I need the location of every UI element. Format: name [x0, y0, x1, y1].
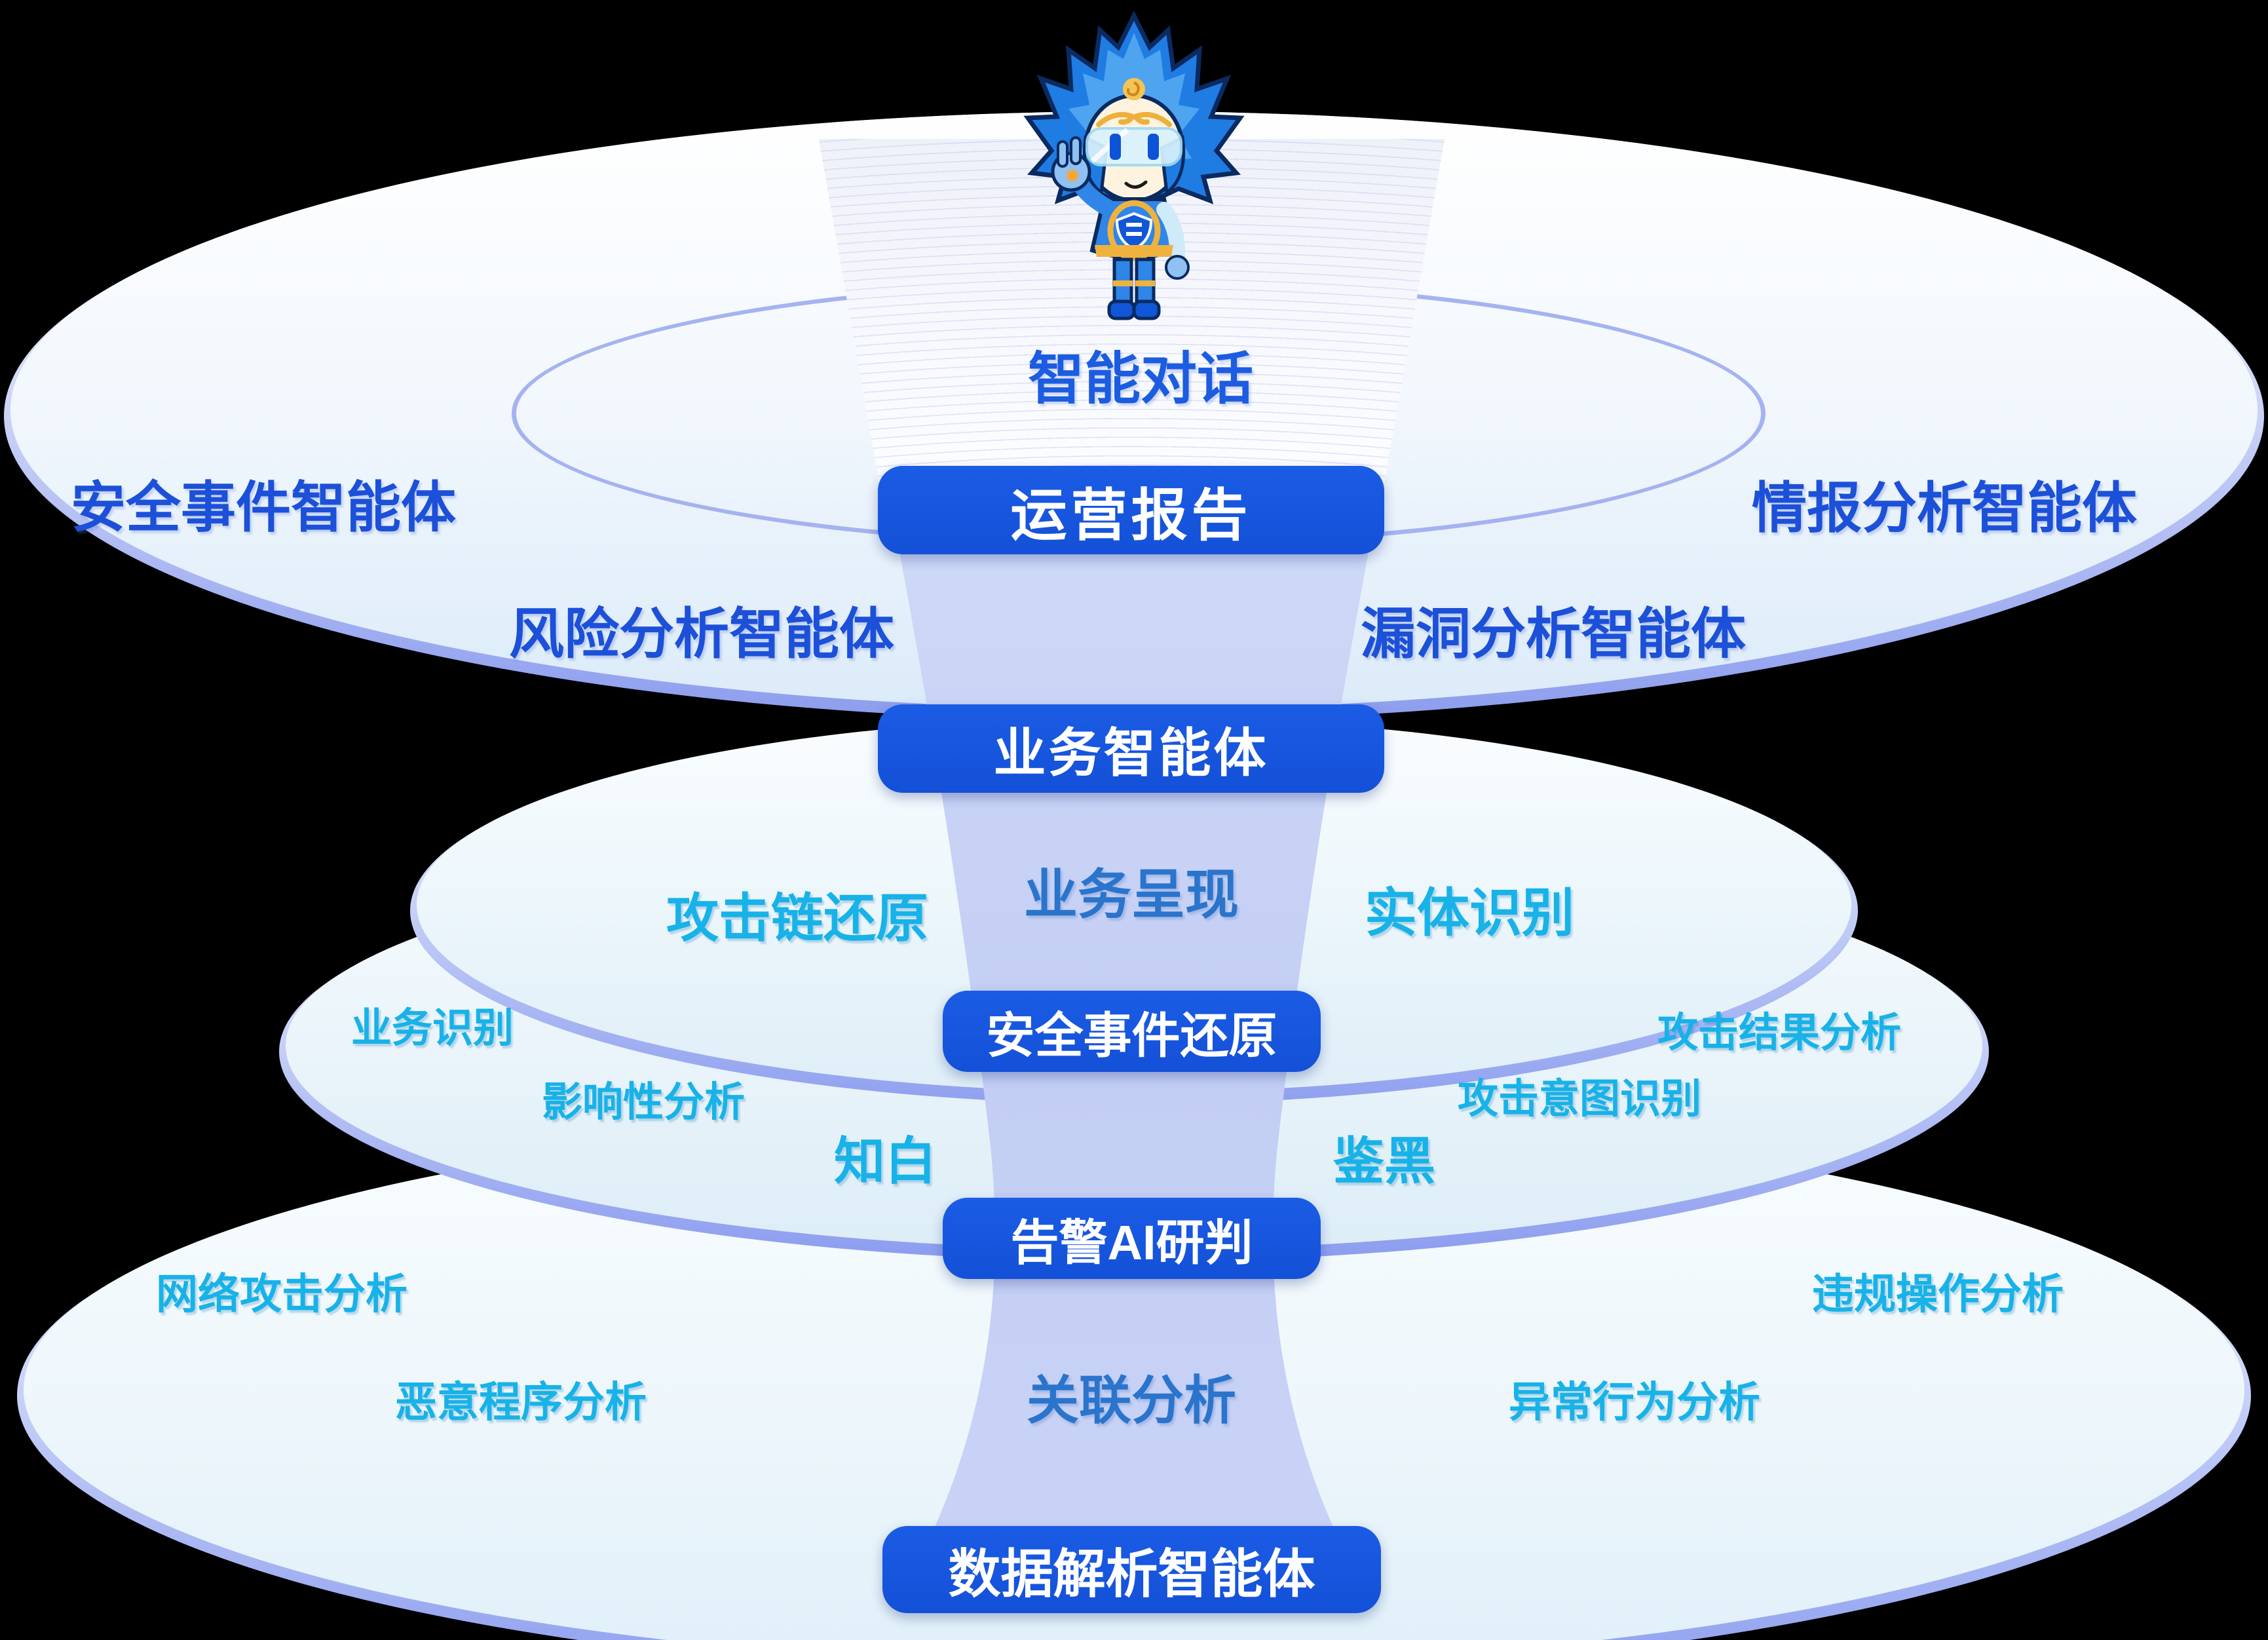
mascot-eyebrow-left	[1096, 112, 1135, 127]
mascot-boot-left	[1107, 299, 1136, 320]
mascot-forehead-swirl	[1123, 78, 1145, 100]
alert-ai-analysis-button: 告警AI研判	[943, 1198, 1321, 1279]
mascot-boot-right	[1132, 299, 1161, 320]
mascot-finger-2	[1070, 136, 1082, 165]
network-attack-analysis-label: 网络攻击分析	[156, 1270, 407, 1318]
malware-analysis-label: 恶意程序分析	[395, 1379, 647, 1426]
security-incident-agent-label: 安全事件智能体	[70, 476, 457, 539]
mascot-eye-right	[1148, 134, 1159, 160]
business-agent-button: 业务智能体	[878, 704, 1384, 793]
risk-analysis-agent-label: 风险分析智能体	[508, 603, 895, 665]
security-event-restore-button: 安全事件还原	[943, 991, 1321, 1072]
vulnerability-analysis-agent-label: 漏洞分析智能体	[1360, 603, 1747, 665]
correlation-analysis-label: 关联分析	[1027, 1371, 1236, 1430]
operations-report-button: 运营报告	[878, 466, 1384, 554]
entity-recognition-label: 实体识别	[1365, 884, 1574, 942]
intel-analysis-agent-label: 情报分析智能体	[1751, 477, 2138, 539]
mascot-knee-band-left	[1113, 280, 1133, 286]
mascot-illustration	[1023, 10, 1245, 320]
identify-black-label: 鉴黑	[1332, 1132, 1436, 1190]
violation-operation-analysis-label: 违规操作分析	[1812, 1270, 2064, 1318]
mascot-emblem-mark-2	[1126, 232, 1142, 236]
mascot-eyebrow-right	[1133, 112, 1172, 127]
mascot-emblem-mark-1	[1126, 223, 1142, 227]
mascot-swirl-line	[1127, 81, 1140, 96]
light-beam-fan	[818, 139, 1445, 503]
mascot-goggles	[1086, 127, 1182, 166]
mascot-belt	[1095, 245, 1173, 257]
mascot-hand-down	[1165, 255, 1190, 280]
business-recognition-label: 业务识别	[350, 1006, 514, 1051]
mascot-knee-band-right	[1135, 280, 1155, 286]
mascot-eye-left	[1110, 134, 1121, 160]
intelligent-dialog-label: 智能对话	[1028, 347, 1253, 411]
mascot-finger-1	[1057, 140, 1068, 168]
mascot-palm-dot	[1067, 170, 1078, 181]
know-white-label: 知白	[833, 1132, 937, 1190]
attack-chain-restore-label: 攻击链还原	[666, 889, 928, 947]
attack-result-analysis-label: 攻击结果分析	[1657, 1010, 1902, 1056]
attack-intent-recognition-label: 攻击意图识别	[1457, 1077, 1702, 1122]
mascot-smile	[1124, 180, 1148, 189]
abnormal-behavior-analysis-label: 异常行为分析	[1509, 1379, 1760, 1426]
mascot-arm-down	[1156, 202, 1186, 265]
data-parsing-agent-button: 数据解析智能体	[882, 1526, 1381, 1613]
impact-analysis-label: 影响性分析	[541, 1080, 746, 1125]
business-presentation-label: 业务呈现	[1023, 865, 1239, 925]
